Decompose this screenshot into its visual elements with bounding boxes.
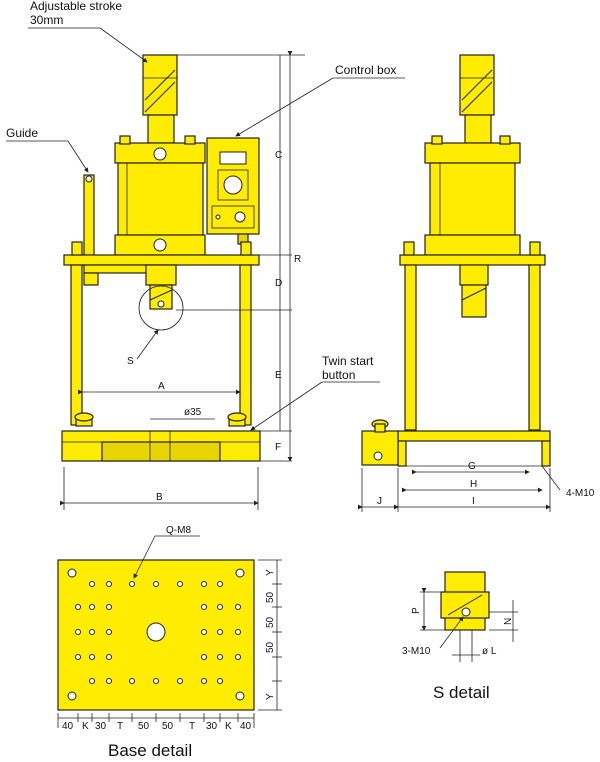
- side-dimension-lines: [358, 465, 561, 512]
- side-upper-plate: [399, 254, 546, 266]
- twin-start-label-2: button: [322, 368, 355, 382]
- twin-start-label: Twin start: [322, 354, 374, 368]
- dim-b: B: [156, 492, 163, 503]
- side-base: [397, 430, 551, 442]
- dim-c: C: [275, 150, 282, 161]
- side-cylinder: [429, 162, 516, 236]
- base-dim-6: 50: [162, 721, 174, 732]
- dim-r: R: [294, 254, 301, 265]
- base-dim-4: T: [117, 721, 123, 732]
- base-rdim-1: Y: [265, 569, 276, 576]
- side-view: [361, 54, 551, 467]
- dim-j: J: [377, 496, 382, 507]
- base-detail-caption: Base detail: [108, 741, 192, 760]
- s-detail-circle: [138, 285, 184, 331]
- callout-leaders: [6, 27, 405, 431]
- center-bore: [146, 622, 166, 642]
- guide-rod: [83, 174, 95, 256]
- s-dim-n: N: [503, 618, 514, 625]
- dim-f: F: [275, 442, 281, 453]
- left-column: [70, 264, 83, 426]
- s-dim-l: ø L: [482, 646, 497, 657]
- right-column: [239, 264, 252, 426]
- base-dim-7: T: [189, 721, 195, 732]
- base-rdim-4: 50: [265, 641, 276, 653]
- dim-g: G: [468, 461, 476, 472]
- cylinder-port: [153, 147, 167, 161]
- base-holes: [67, 568, 245, 701]
- upper-plate: [63, 254, 260, 266]
- s-dim-p: P: [411, 607, 422, 614]
- s-marker-label: S: [127, 356, 134, 367]
- dim-e: E: [275, 370, 282, 381]
- base-rdim-3: 50: [265, 616, 276, 628]
- base-dim-10: 40: [240, 721, 252, 732]
- base-detail: [57, 535, 282, 728]
- s-dim-3-m10: 3-M10: [402, 646, 431, 657]
- dim-4-m10: 4-M10: [566, 488, 595, 499]
- guide-label: Guide: [6, 126, 38, 140]
- base-dim-5: 50: [138, 721, 150, 732]
- base-dim-2: K: [82, 721, 89, 732]
- adjustable-stroke-label: Adjustable stroke: [30, 0, 122, 13]
- adjustable-stroke-value: 30mm: [30, 13, 63, 27]
- base-dim-1: 40: [62, 721, 74, 732]
- cylinder-body: [117, 162, 204, 236]
- base-dim-3: 30: [95, 721, 107, 732]
- dim-d: D: [275, 278, 282, 289]
- base-dim-9: K: [225, 721, 232, 732]
- dim-a: A: [158, 381, 165, 392]
- dim-h: H: [470, 479, 477, 490]
- dim-bore: ø35: [184, 407, 202, 418]
- base-dim-8: 30: [206, 721, 218, 732]
- s-detail: [420, 571, 518, 662]
- dim-i: I: [472, 496, 475, 507]
- front-view: [61, 54, 261, 462]
- base-rdim-5: Y: [265, 693, 276, 700]
- base-rdim-2: 50: [265, 591, 276, 603]
- front-dimension-lines: [60, 51, 305, 510]
- q-m8-label: Q-M8: [166, 525, 191, 536]
- control-box-label: Control box: [335, 63, 396, 77]
- s-detail-caption: S detail: [433, 683, 490, 702]
